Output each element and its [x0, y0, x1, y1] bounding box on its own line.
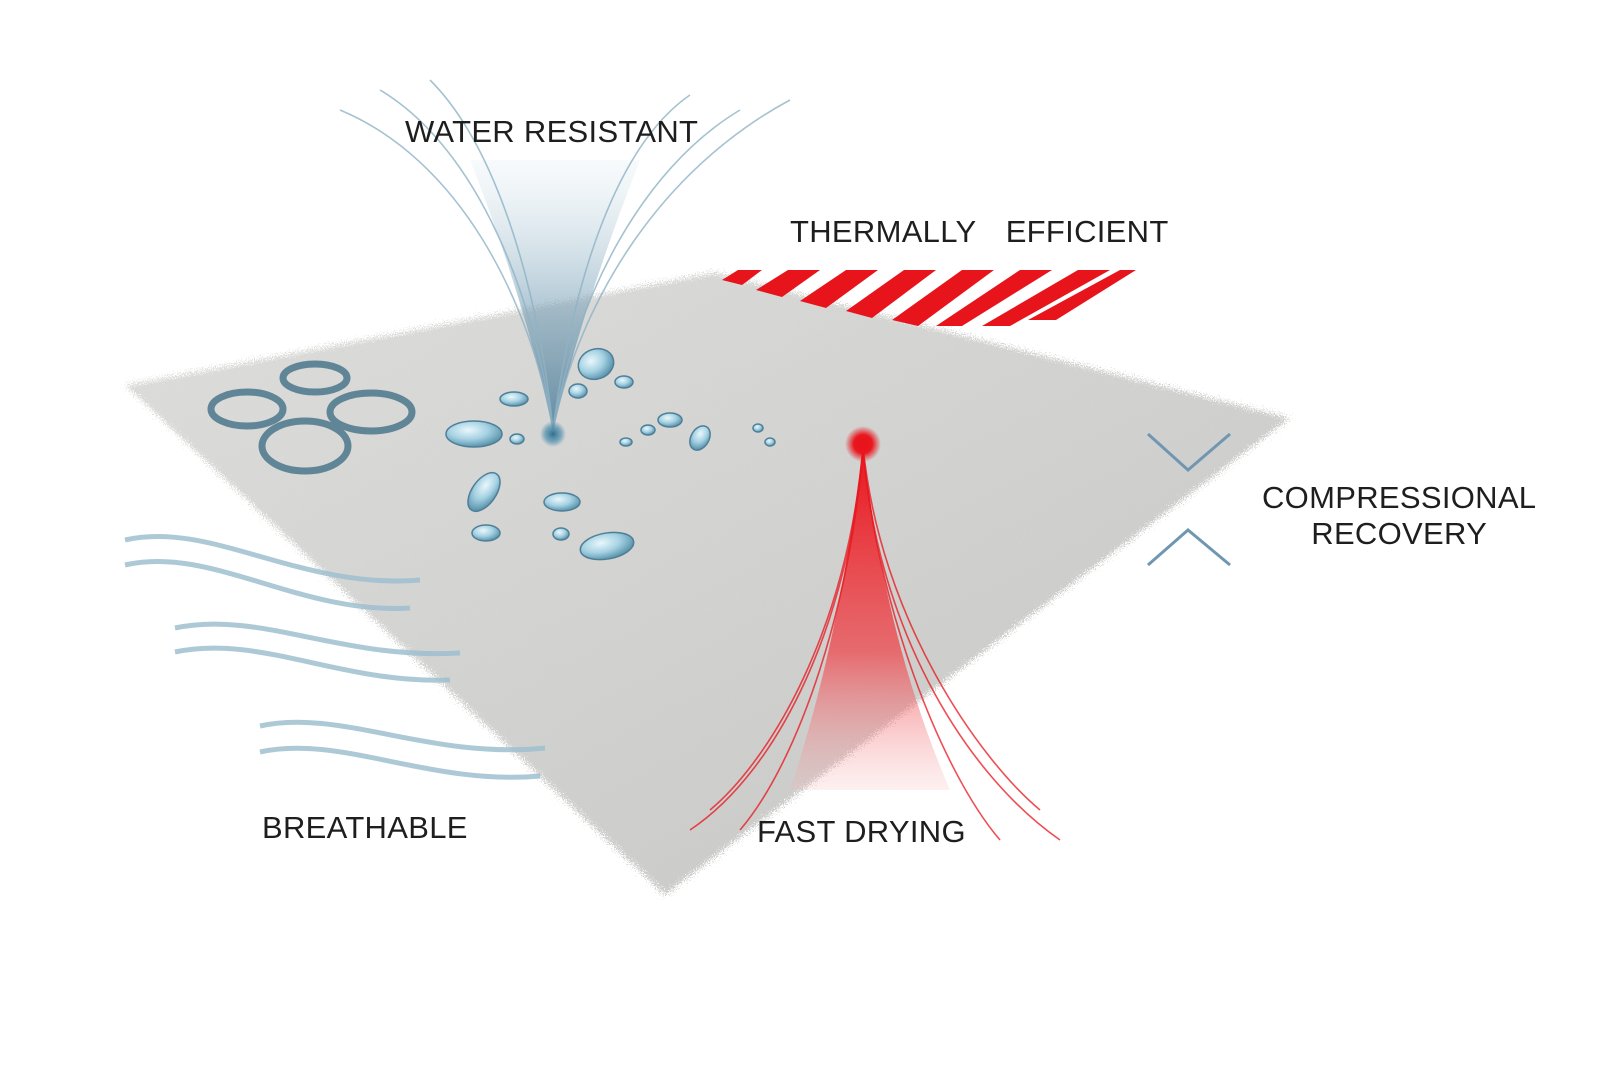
water-droplets-icon — [445, 347, 776, 561]
label-compressional-line2: RECOVERY — [1311, 516, 1488, 551]
label-fast-drying: FAST DRYING — [757, 814, 966, 849]
fast-drying-funnel-icon — [689, 426, 1061, 841]
air-flow-lines-icon — [124, 533, 546, 780]
compression-chevrons-icon — [1146, 432, 1231, 567]
label-thermally-efficient: THERMALLY EFFICIENT — [790, 214, 1169, 249]
label-breathable: BREATHABLE — [262, 810, 468, 845]
fabric-pad-illustration — [125, 272, 1290, 895]
water-funnel-icon — [339, 79, 791, 447]
label-compressional-recovery: COMPRESSIONAL RECOVERY — [1262, 480, 1536, 552]
label-compressional-line1: COMPRESSIONAL — [1262, 480, 1537, 515]
label-water-resistant: WATER RESISTANT — [405, 114, 699, 149]
breathable-rings-icon — [207, 360, 416, 475]
thermal-stripes-icon — [722, 270, 1136, 326]
